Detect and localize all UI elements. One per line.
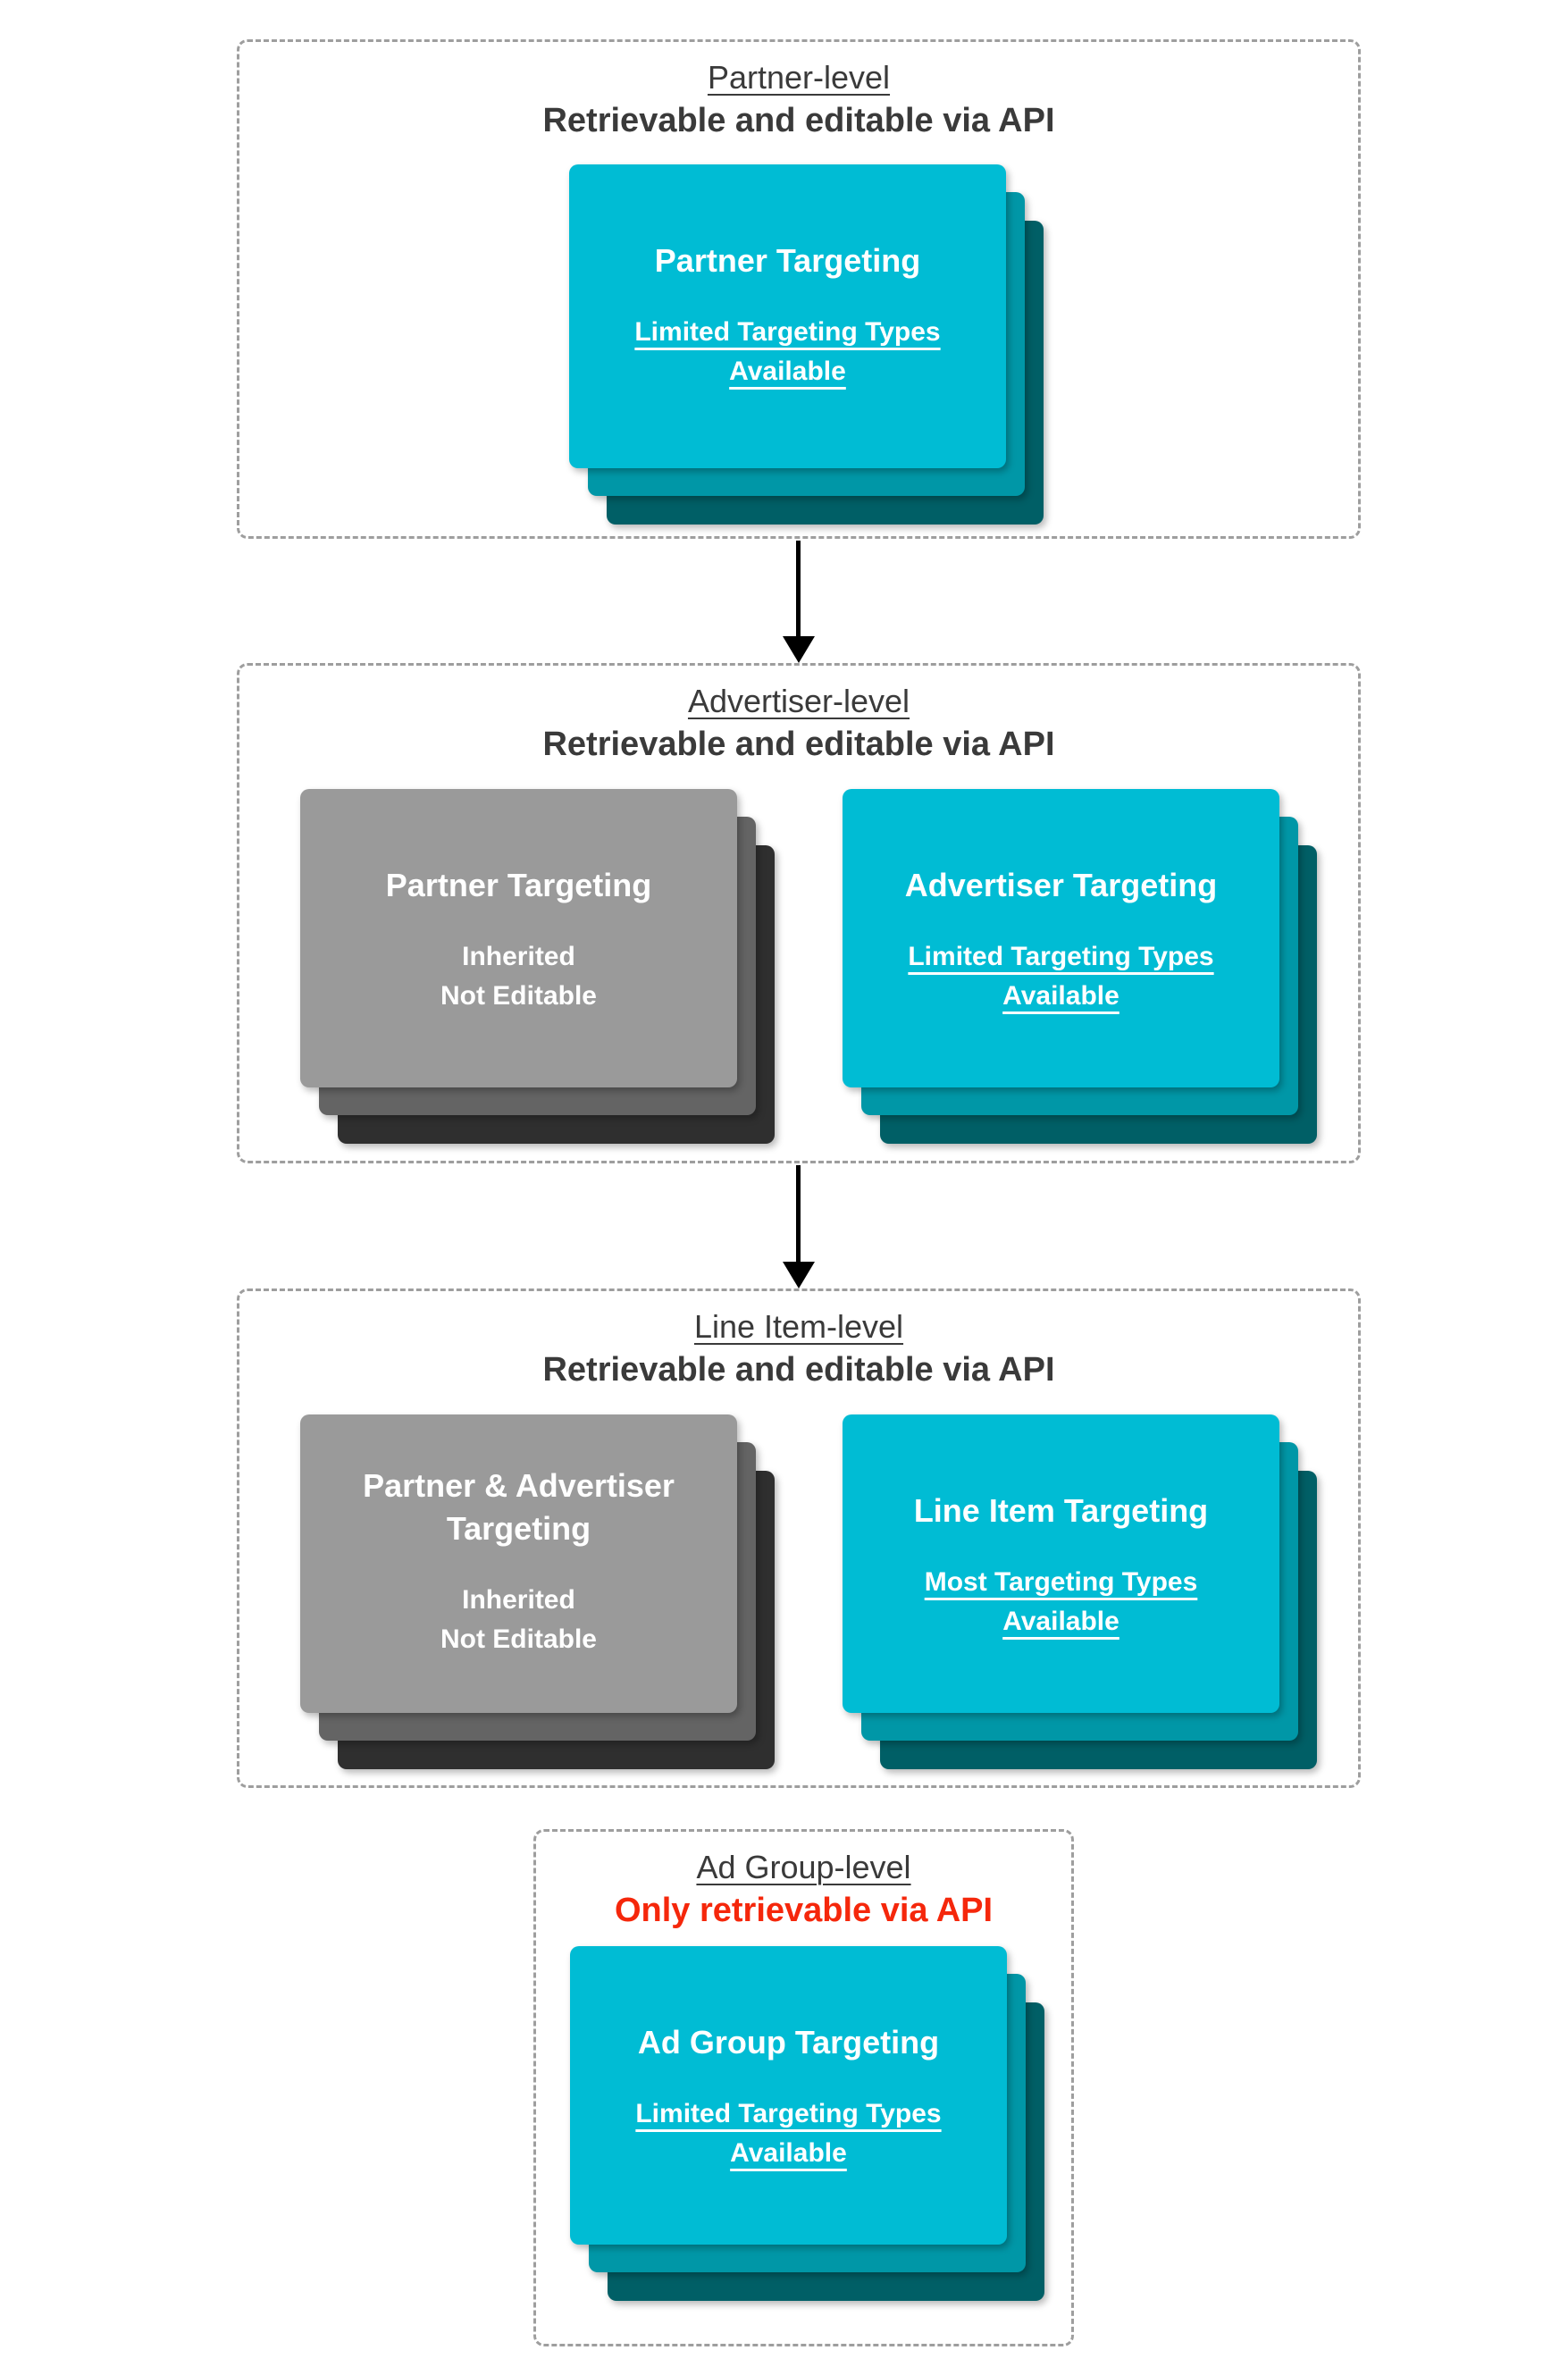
partner-targeting-card: Partner Targeting Limited Targeting Type… [569,164,1006,468]
partner-targeting-inherited-card: Partner Targeting Inherited Not Editable [300,789,737,1087]
card-body-line: Not Editable [440,1624,597,1654]
card-body-line: Inherited [462,942,575,971]
card-body-line: Available [1002,981,1119,1011]
card-title: Targeting [446,1510,591,1547]
partner-advertiser-targeting-card: Partner & Advertiser Targeting Inherited… [300,1414,737,1713]
card-body: Limited Targeting Types Available [634,313,940,391]
arrow-head [783,636,815,663]
card-body: Inherited Not Editable [440,1581,597,1659]
section-ad-group-level: Ad Group-level Only retrievable via API … [533,1829,1074,2346]
arrow-down-icon [781,541,817,663]
section-title: Advertiser-level [687,683,910,719]
card-title: Line Item Targeting [913,1492,1209,1529]
arrow-shaft [796,541,801,640]
card-body-line: Not Editable [440,981,597,1011]
card-title: Partner Targeting [654,242,921,279]
section-subtitle: Retrievable and editable via API [542,102,1055,139]
card-body-line: Limited Targeting Types [634,317,941,347]
section-title: Partner-level [707,59,891,96]
line-item-targeting-card: Line Item Targeting Most Targeting Types… [843,1414,1279,1713]
card-title: Ad Group Targeting [637,2024,940,2061]
card-body-line: Available [1002,1607,1119,1636]
arrow-head [783,1262,815,1288]
card-body-line: Available [730,2138,847,2168]
card-body-line: Limited Targeting Types [635,2099,942,2128]
card-body: Inherited Not Editable [440,937,597,1016]
section-subtitle: Retrievable and editable via API [542,726,1055,763]
card-body: Limited Targeting Types Available [908,937,1213,1016]
section-advertiser-level: Advertiser-level Retrievable and editabl… [237,663,1361,1163]
section-title: Line Item-level [693,1308,904,1345]
card-body: Most Targeting Types Available [925,1563,1198,1641]
section-subtitle: Retrievable and editable via API [542,1351,1055,1389]
section-partner-level: Partner-level Retrievable and editable v… [237,39,1361,539]
card-title: Partner Targeting [385,867,652,903]
section-line-item-level: Line Item-level Retrievable and editable… [237,1288,1361,1788]
section-title: Ad Group-level [696,1849,911,1885]
card-body-line: Available [729,357,846,386]
card-body-line: Most Targeting Types [924,1567,1198,1597]
ad-group-targeting-card: Ad Group Targeting Limited Targeting Typ… [570,1946,1007,2245]
card-body-line: Limited Targeting Types [908,942,1214,971]
advertiser-targeting-card: Advertiser Targeting Limited Targeting T… [843,789,1279,1087]
arrow-shaft [796,1165,801,1265]
section-subtitle: Only retrievable via API [614,1892,994,1929]
arrow-down-icon [781,1165,817,1288]
card-body: Limited Targeting Types Available [635,2094,941,2173]
card-body-line: Inherited [462,1585,575,1615]
card-title: Advertiser Targeting [904,867,1218,903]
card-title: Partner & Advertiser [363,1467,675,1504]
